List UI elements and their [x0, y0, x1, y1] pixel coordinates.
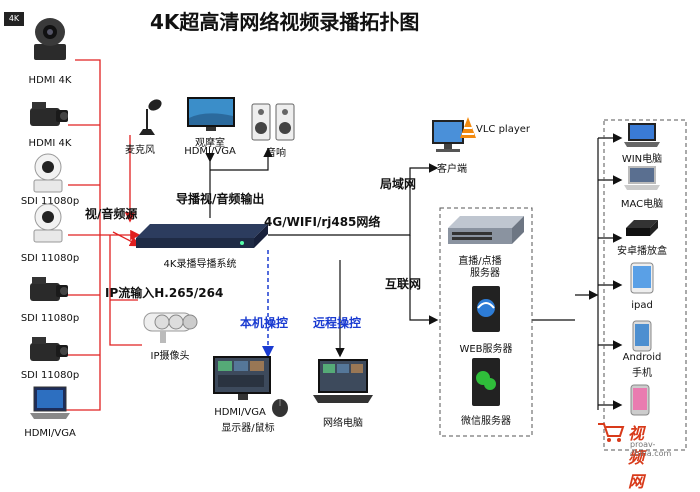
connection-lines — [62, 59, 687, 451]
endpoint-label: ipad — [631, 300, 653, 311]
mac-laptop-icon — [624, 166, 660, 190]
client-pc-icon — [432, 120, 464, 152]
endpoint-label: Android — [622, 352, 662, 363]
source-label: SDI 11080p — [20, 253, 80, 264]
endpoint-group-box — [603, 119, 687, 451]
lan-label: 局域网 — [380, 177, 417, 191]
ptz-4k-camera-icon — [34, 18, 66, 60]
wechat-server-icon — [472, 358, 500, 406]
topology-diagram: 4K超高清网络视频录播拓扑图 4K HDMI 4K HDMI 4K SDI 11… — [4, 10, 687, 491]
android-box-icon — [626, 220, 658, 236]
iphone-icon — [630, 384, 650, 416]
red-source-bus — [62, 59, 142, 411]
ip-camera-label: IP摄像头 — [150, 351, 190, 362]
camcorder-icon — [30, 337, 68, 361]
source-label: SDI 11080p — [20, 313, 80, 324]
av-source-label: 视/音频源 — [85, 207, 138, 221]
network-pc-label: 网络电脑 — [323, 418, 363, 429]
web-server-icon — [472, 286, 500, 332]
network-laptop-icon — [313, 359, 373, 403]
endpoint-label: 手机 — [632, 368, 652, 379]
mic-label: 麦克风 — [125, 145, 155, 156]
vlc-icon — [460, 117, 476, 138]
endpoint-label: WIN电脑 — [621, 154, 663, 165]
android-phone-icon — [632, 320, 652, 352]
microphone-icon — [139, 99, 162, 135]
camcorder-icon — [30, 102, 68, 126]
endpoint-label: MAC电脑 — [620, 199, 664, 210]
viewing-room-label: 观摩室 — [195, 138, 225, 149]
display-sub: 显示器/鼠标 — [221, 423, 275, 434]
control-display-icon — [213, 356, 271, 400]
server-label: 直播/点播 — [458, 256, 502, 267]
ptz-camera-icon — [33, 153, 63, 193]
ip-camera-icon — [143, 312, 198, 343]
source-label: SDI 11080p — [20, 196, 80, 207]
ip-input-label: IP流输入H.265/264 — [105, 286, 224, 300]
camcorder-icon — [30, 277, 68, 301]
cart-icon — [598, 423, 625, 442]
streaming-server-icon — [448, 216, 524, 244]
output-label: 导播视/音频输出 — [176, 192, 265, 206]
ipad-icon — [630, 262, 654, 294]
server-label: WEB服务器 — [459, 344, 513, 355]
speaker-icon — [251, 103, 295, 141]
source-label: HDMI/VGA — [24, 428, 76, 439]
display-label: HDMI/VGA — [214, 407, 266, 418]
speaker-label: 音响 — [266, 148, 286, 159]
source-label: HDMI 4K — [28, 75, 72, 86]
black-network-lines — [205, 133, 623, 410]
monitor-icon — [187, 97, 235, 131]
remote-control-label: 远程操控 — [313, 316, 362, 330]
page-title: 4K超高清网络视频录播拓扑图 — [150, 10, 420, 34]
ptz-camera-icon — [33, 203, 63, 243]
source-label: SDI 11080p — [20, 370, 80, 381]
mouse-icon — [272, 399, 288, 417]
recorder-label: 4K录播导播系统 — [163, 259, 237, 270]
laptop-icon — [30, 386, 70, 419]
viewing-room-sub: HDMI/VGA — [184, 146, 236, 157]
win-laptop-icon — [624, 123, 660, 147]
server-group-box — [439, 207, 533, 437]
watermark-url: proav-china.com — [630, 440, 672, 458]
endpoint-label: 安卓播放盒 — [617, 246, 667, 257]
internet-label: 互联网 — [385, 277, 422, 291]
4k-badge-icon: 4K — [4, 12, 24, 26]
source-label: HDMI 4K — [28, 138, 72, 149]
server-label: 服务器 — [470, 268, 500, 279]
local-control-label: 本机操控 — [240, 316, 289, 330]
recorder-device-icon — [136, 224, 268, 248]
vlc-label: VLC player — [476, 124, 531, 135]
network-label: 4G/WIFI/rj485网络 — [264, 215, 381, 229]
server-label: 微信服务器 — [461, 416, 511, 427]
client-label: 客户端 — [437, 164, 467, 175]
